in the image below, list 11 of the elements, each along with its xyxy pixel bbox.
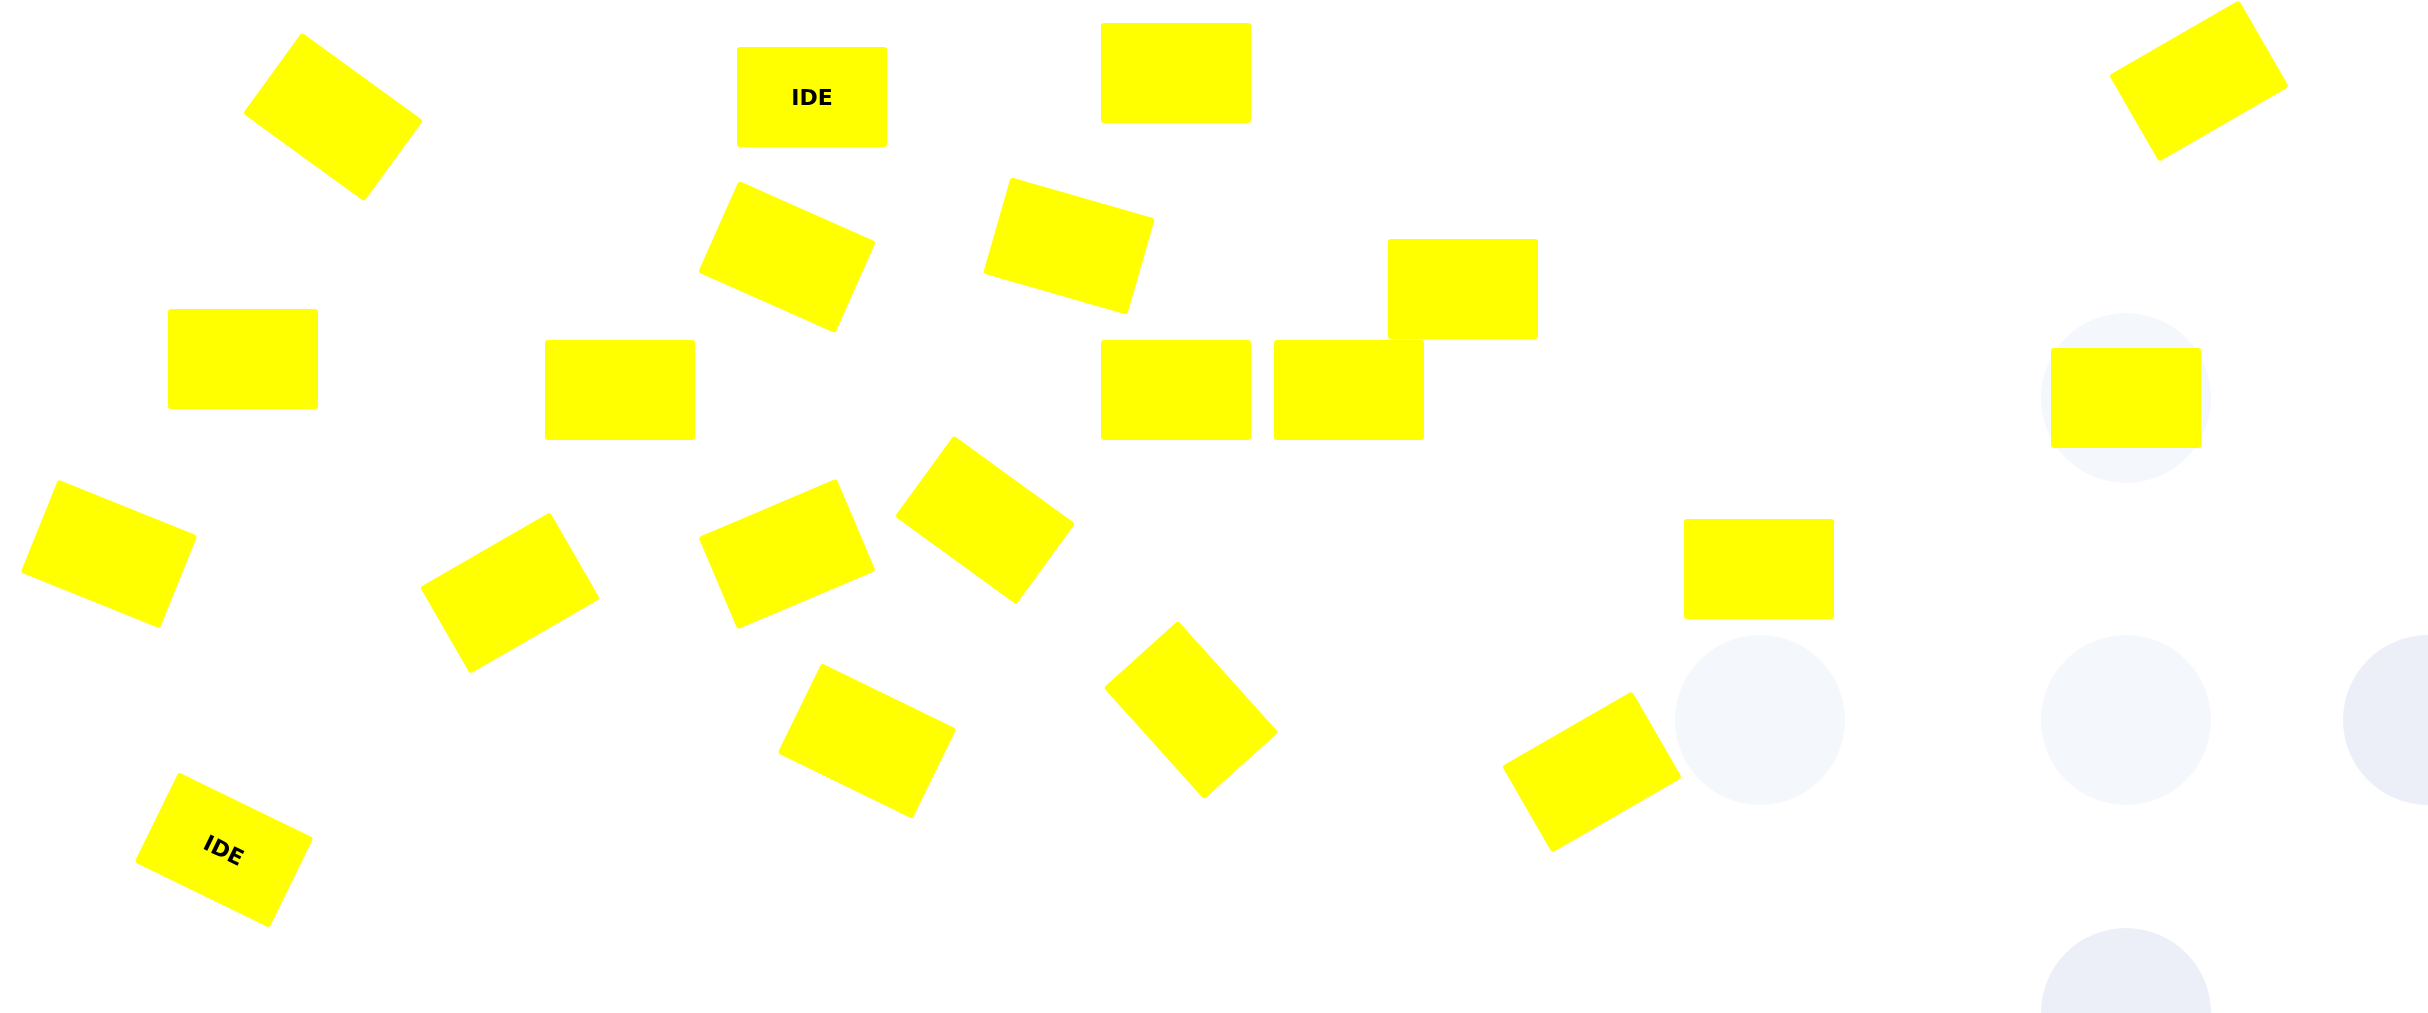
note-label: IDE — [199, 829, 249, 871]
sticky-note — [1101, 23, 1251, 123]
sticky-note — [2051, 348, 2201, 448]
sticky-note — [168, 309, 318, 409]
sticky-note — [1101, 340, 1251, 440]
sticky-note — [1388, 239, 1538, 339]
sticky-note — [1684, 519, 1834, 619]
sticky-note — [1274, 340, 1424, 440]
note-label: IDE — [791, 84, 833, 110]
sticky-note — [737, 47, 887, 147]
sticky-note — [545, 340, 695, 440]
